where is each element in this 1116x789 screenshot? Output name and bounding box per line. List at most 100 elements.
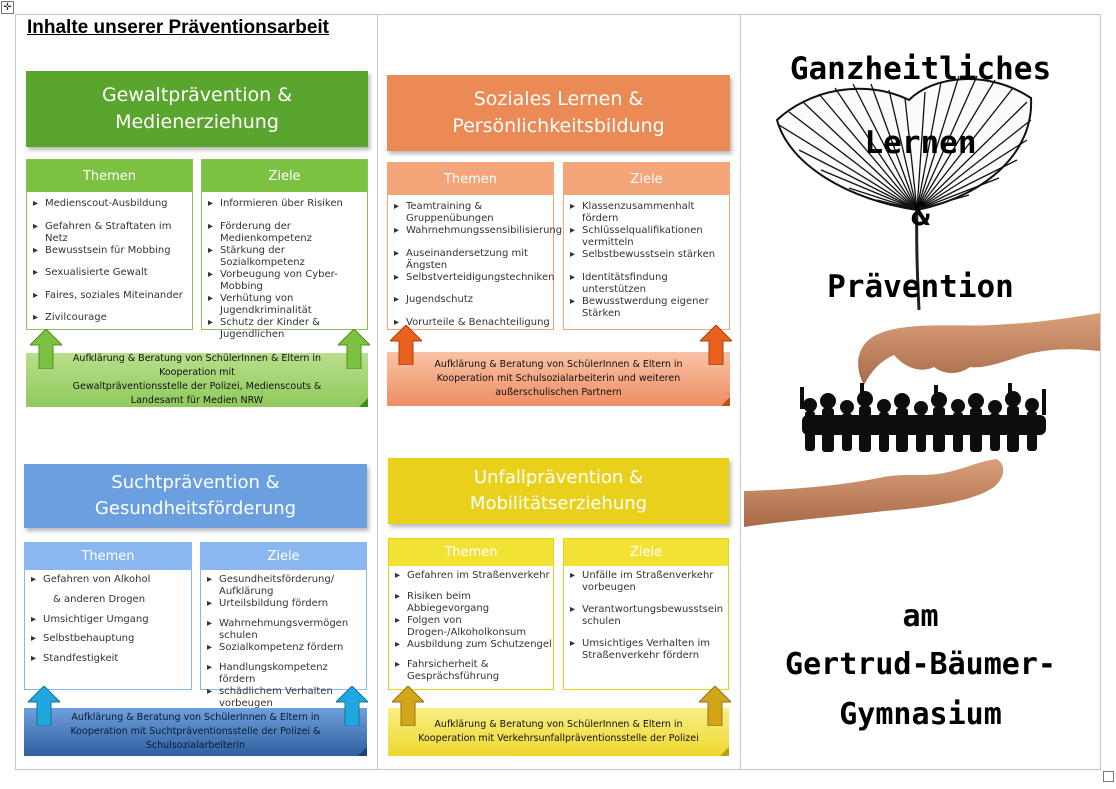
panel-title-line: Gesundheitsförderung xyxy=(94,498,297,519)
corner-mark xyxy=(720,747,729,756)
list-item: Wahrnehmungsvermögen schulen xyxy=(207,618,366,642)
table-move-handle[interactable]: ✛ xyxy=(1,1,14,14)
list-item: Gesundheitsförderung/ Aufklärung xyxy=(207,574,366,598)
list-item: Sexualisierte Gewalt xyxy=(33,267,192,290)
ginkgo-leaf-illustration xyxy=(775,75,1033,311)
panel-title: Soziales Lernen & Persönlichkeitsbildung xyxy=(387,75,730,151)
info-bar-line: Aufklärung & Beratung von SchülerInnen &… xyxy=(71,712,320,723)
hands-children-illustration xyxy=(744,313,1100,527)
ziele-box: Ziele Unfälle im Straßenverkehr vorbeuge… xyxy=(563,538,729,690)
up-arrow-icon xyxy=(28,686,60,726)
ziele-header: Ziele xyxy=(201,543,366,570)
info-bar-line: Aufklärung & Beratung von SchülerInnen &… xyxy=(434,359,683,370)
themen-box: Themen Gefahren von Alkohol & anderen Dr… xyxy=(24,542,192,690)
list-item: Gefahren von Alkohol xyxy=(31,574,191,594)
ziele-box: Ziele Informieren über Risiken Förderung… xyxy=(201,159,368,340)
column-divider xyxy=(740,14,741,770)
ziele-list: Unfälle im Straßenverkehr vorbeugen Vera… xyxy=(564,566,728,672)
themen-header: Themen xyxy=(27,160,192,192)
cover-school-line: Gymnasium xyxy=(839,697,1002,732)
up-arrow-icon xyxy=(699,686,731,726)
list-item: Umsichtiger Umgang xyxy=(31,614,191,634)
themen-box: Themen Gefahren im Straßenverkehr Risike… xyxy=(388,538,554,690)
list-item: Zivilcourage xyxy=(33,312,192,335)
corner-mark xyxy=(359,398,368,407)
list-item: Identitätsfindung unterstützen xyxy=(570,272,729,296)
themen-list: Medienscout-Ausbildung Gefahren & Straft… xyxy=(27,192,192,335)
themen-list: Gefahren im Straßenverkehr Risiken beim … xyxy=(389,566,553,683)
list-item: Bewusstsein für Mobbing xyxy=(33,245,192,268)
cover-title-line: & xyxy=(911,197,930,233)
info-bar-line: Kooperation mit Suchtpräventionsstelle d… xyxy=(70,726,321,751)
cover-title-line: Ganzheitliches xyxy=(789,51,1052,87)
panel-gewaltpraevention: Gewaltprävention & Medienerziehung Themen… xyxy=(26,71,371,411)
panel-title: Suchtprävention & Gesundheitsförderung xyxy=(24,464,367,528)
list-item: & anderen Drogen xyxy=(53,593,146,605)
ziele-list: Klassenzusammenhalt fördern Schlüsselqua… xyxy=(564,195,729,320)
panel-title-line: Suchtprävention & xyxy=(111,472,280,493)
panel-title: Unfallprävention & Mobilitätserziehung xyxy=(388,458,729,524)
cover-title-line: Lernen xyxy=(864,125,977,161)
corner-mark xyxy=(721,397,730,406)
list-item: Ausbildung zum Schutzengel xyxy=(395,639,553,660)
themen-header: Themen xyxy=(389,539,553,566)
page-heading: Inhalte unserer Präventionsarbeit xyxy=(27,17,329,38)
list-item: Gefahren & Straftaten im Netz xyxy=(33,221,192,245)
panel-title: Gewaltprävention & Medienerziehung xyxy=(26,71,368,147)
list-item: Vorbeugung von Cyber-Mobbing xyxy=(208,269,367,293)
panel-title-line: Medienerziehung xyxy=(115,111,279,133)
info-bar: Aufklärung & Beratung von SchülerInnen &… xyxy=(388,708,729,756)
list-item: Teamtraining & Gruppenübungen xyxy=(394,201,553,225)
ziele-list: Informieren über Risiken Förderung der M… xyxy=(202,192,367,341)
list-item: Schutz der Kinder & Jugendlichen xyxy=(208,317,367,341)
themen-list: Teamtraining & Gruppenübungen Wahrnehmun… xyxy=(388,195,562,339)
list-item: Verantwortungsbewusstsein schulen xyxy=(570,604,728,638)
panel-title-line: Unfallprävention & xyxy=(473,467,644,488)
info-bar-line: Gewaltpräventionsstelle der Polizei, Med… xyxy=(72,381,322,406)
list-item: Unfälle im Straßenverkehr vorbeugen xyxy=(570,570,728,604)
up-arrow-icon xyxy=(390,325,422,365)
list-item: Stärkung der Sozialkompetenz xyxy=(208,245,367,269)
table-resize-handle[interactable] xyxy=(1103,771,1114,782)
list-item: Bewusstwerdung eigener Stärken xyxy=(570,296,729,320)
ziele-header: Ziele xyxy=(202,160,367,192)
panel-unfallpraevention: Unfallprävention & Mobilitätserziehung Th… xyxy=(388,458,732,760)
up-arrow-icon xyxy=(392,686,424,726)
list-item: Standfestigkeit xyxy=(31,653,191,673)
list-item: Schlüsselqualifikationen vermitteln xyxy=(570,225,729,249)
panel-title-line: Gewaltprävention & xyxy=(101,84,293,106)
up-arrow-icon xyxy=(336,686,368,726)
info-bar-line: Kooperation mit Verkehrsunfallprävention… xyxy=(418,733,699,744)
cover-title-line: Prävention xyxy=(827,269,1014,305)
info-bar-line: Aufklärung & Beratung von SchülerInnen &… xyxy=(72,353,322,378)
list-item: Folgen von Drogen-/Alkoholkonsum xyxy=(395,615,553,639)
ziele-box: Ziele Gesundheitsförderung/ Aufklärung U… xyxy=(200,542,367,709)
themen-list: Gefahren von Alkohol & anderen Drogen Um… xyxy=(25,570,191,673)
list-item: Faires, soziales Miteinander xyxy=(33,290,192,313)
info-bar: Aufklärung & Beratung von SchülerInnen &… xyxy=(26,353,368,407)
up-arrow-icon xyxy=(30,329,62,369)
ziele-header: Ziele xyxy=(564,539,728,566)
info-bar: Aufklärung & Beratung von SchülerInnen &… xyxy=(387,352,730,406)
list-item: Risiken beim Abbiegevorgang xyxy=(395,591,553,615)
column-divider xyxy=(377,14,378,770)
list-item: Informieren über Risiken xyxy=(208,198,367,221)
list-item: Selbstverteidigungstechniken xyxy=(394,272,554,295)
list-item: Förderung der Medienkompetenz xyxy=(208,221,367,245)
list-item: Auseinandersetzung mit Ängsten xyxy=(394,248,553,272)
list-item: Verhütung von Jugendkriminalität xyxy=(208,293,367,317)
info-bar: Aufklärung & Beratung von SchülerInnen &… xyxy=(24,708,367,756)
page-frame xyxy=(15,14,1101,770)
list-item: Klassenzusammenhalt fördern xyxy=(570,201,729,225)
up-arrow-icon xyxy=(338,329,370,369)
info-bar-line: Kooperation mit Schulsozialarbeiterin un… xyxy=(436,373,681,398)
list-item: Umsichtiges Verhalten im Straßenverkehr … xyxy=(570,638,728,672)
themen-header: Themen xyxy=(388,163,553,195)
panel-title-line: Soziales Lernen & xyxy=(473,88,644,110)
list-item: Fahrsicherheit & Gesprächsführung xyxy=(395,659,553,683)
panel-title-line: Persönlichkeitsbildung xyxy=(452,115,665,137)
ziele-header: Ziele xyxy=(564,163,729,195)
panel-title-line: Mobilitätserziehung xyxy=(469,493,648,514)
themen-box: Themen Teamtraining & Gruppenübungen Wah… xyxy=(387,162,562,330)
ziele-list: Gesundheitsförderung/ Aufklärung Urteils… xyxy=(201,570,366,710)
